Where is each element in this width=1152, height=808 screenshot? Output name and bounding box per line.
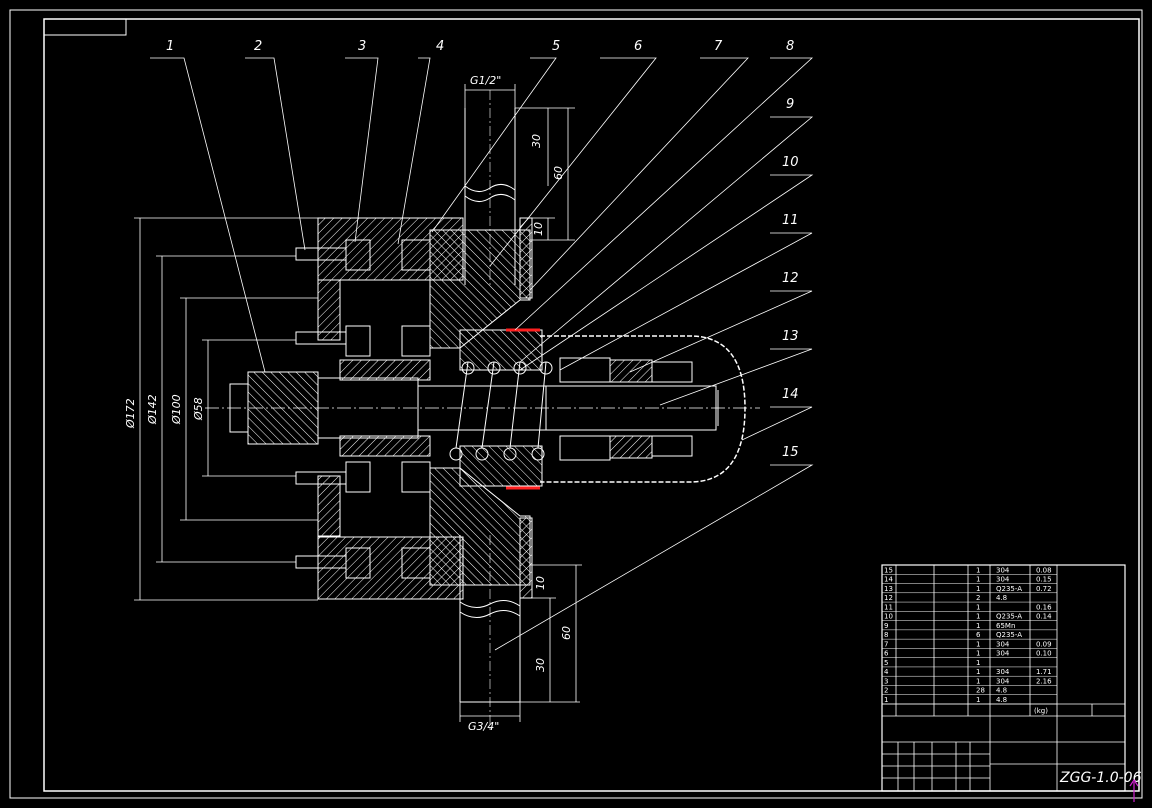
bom-cell-qty: 1 (976, 696, 980, 704)
bom-cell-material: 304 (996, 668, 1010, 676)
bom-cell-no: 12 (884, 594, 893, 602)
bom-cell-qty: 1 (976, 650, 980, 658)
bom-cell-qty: 6 (976, 631, 981, 639)
bom-cell-qty: 1 (976, 585, 980, 593)
bom-cell-no: 7 (884, 640, 888, 648)
bom-cell-qty: 28 (976, 687, 985, 695)
bom-cell-material: 4.8 (996, 696, 1007, 704)
pipe-dimensions (459, 84, 582, 722)
bom-cell-material: 4.8 (996, 594, 1007, 602)
shaft (229, 371, 719, 445)
bom-cell-weight: 2.16 (1036, 677, 1052, 685)
bom-cell-no: 10 (884, 613, 893, 621)
bom-cell-material: 304 (996, 640, 1010, 648)
part-label: 7 (714, 39, 723, 54)
outlet-thread-label: G3/4" (468, 720, 499, 733)
bom-cell-material: 304 (996, 650, 1010, 658)
bom-cell-weight: 0.08 (1036, 566, 1052, 574)
seal-blocks (559, 357, 693, 461)
bom-cell-material: Q235-A (996, 585, 1022, 593)
dim-bot-60: 60 (560, 626, 573, 640)
dim-d58: Ø58 (192, 397, 205, 421)
bom-cell-weight: 1.71 (1036, 668, 1052, 676)
part-label: 9 (786, 97, 794, 112)
spring (449, 361, 553, 461)
bom-cell-material: 304 (996, 677, 1010, 685)
drawing-number: ZGG-1.0-06 (1059, 770, 1142, 786)
bom-cell-material: 304 (996, 566, 1010, 574)
bom-cell-no: 5 (884, 659, 888, 667)
bom-cell-no: 11 (884, 603, 893, 611)
title-block (881, 564, 1126, 792)
dim-d172: Ø172 (124, 398, 137, 429)
bom-cell-qty: 1 (976, 677, 980, 685)
bom-cell-qty: 1 (976, 622, 980, 630)
leader-lines (150, 57, 814, 651)
bom-cell-weight: 0.14 (1036, 613, 1052, 621)
bom-cell-qty: 1 (976, 603, 980, 611)
pipes (459, 90, 521, 730)
bom-cell-no: 14 (884, 576, 893, 584)
dim-top-10: 10 (532, 222, 545, 236)
bom-cell-weight: 0.10 (1036, 650, 1052, 658)
part-label: 1 (166, 39, 174, 54)
bom-cell-qty: 1 (976, 640, 980, 648)
bom-header-weight: (kg) (1034, 707, 1048, 715)
part-label: 12 (782, 271, 799, 286)
o-ring-markers (506, 328, 540, 490)
bom-cell-no: 15 (884, 566, 893, 574)
bom-cell-qty: 2 (976, 594, 980, 602)
dim-d100: Ø100 (170, 394, 183, 425)
part-label: 2 (254, 39, 262, 54)
dim-d142: Ø142 (146, 394, 159, 425)
part-label: 5 (552, 39, 560, 54)
bom-cell-material: 304 (996, 576, 1010, 584)
part-label: 11 (782, 213, 799, 228)
bom-cell-no: 2 (884, 687, 888, 695)
bom-cell-material: 4.8 (996, 687, 1007, 695)
bom-cell-no: 8 (884, 631, 888, 639)
bom-cell-no: 1 (884, 696, 888, 704)
housing-section (317, 217, 543, 600)
part-label: 8 (786, 39, 794, 54)
bom-cell-weight: 0.16 (1036, 603, 1052, 611)
part-label: 6 (634, 39, 642, 54)
bom-cell-qty: 1 (976, 613, 980, 621)
bom-cell-material: Q235-A (996, 631, 1022, 639)
bom-cell-qty: 1 (976, 659, 980, 667)
dim-bot-10: 10 (534, 576, 547, 590)
part-label: 10 (782, 155, 799, 170)
bom-cell-no: 9 (884, 622, 888, 630)
dim-top-30: 30 (530, 134, 543, 148)
part-label: 15 (782, 445, 799, 460)
bom-cell-qty: 1 (976, 576, 980, 584)
diameter-dimensions (134, 217, 318, 601)
dim-top-60: 60 (552, 166, 565, 180)
bom-cell-weight: 0.09 (1036, 640, 1052, 648)
drawing-border (9, 9, 1143, 799)
bom-cell-no: 4 (884, 668, 889, 676)
part-label: 14 (782, 387, 799, 402)
bom-cell-no: 13 (884, 585, 893, 593)
inlet-thread-label: G1/2" (470, 74, 501, 87)
dim-bot-30: 30 (534, 658, 547, 672)
bom-cell-no: 3 (884, 677, 888, 685)
bom-cell-material: Q235-A (996, 613, 1022, 621)
part-label: 4 (436, 39, 444, 54)
bom-cell-no: 6 (884, 650, 889, 658)
part-label: 13 (782, 329, 799, 344)
bom-cell-weight: 0.72 (1036, 585, 1052, 593)
bom-cell-weight: 0.15 (1036, 576, 1052, 584)
corner-mark (1129, 778, 1139, 802)
bom-cell-material: 65Mn (996, 622, 1015, 630)
part-label: 3 (358, 39, 366, 54)
end-cap (540, 335, 746, 483)
bom-cell-qty: 1 (976, 566, 980, 574)
part-labels: 1 2 3 4 5 6 7 8 9 10 11 12 13 14 15 (166, 39, 799, 460)
bom-cell-qty: 1 (976, 668, 980, 676)
